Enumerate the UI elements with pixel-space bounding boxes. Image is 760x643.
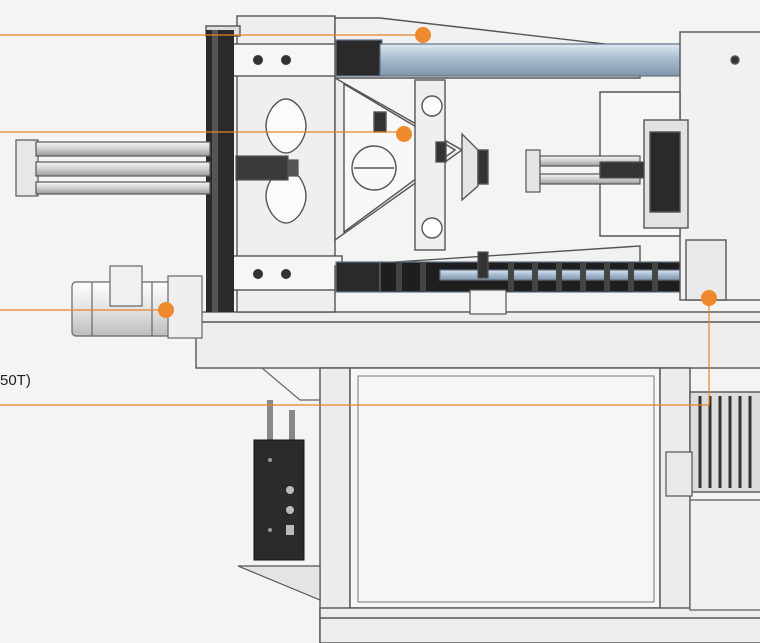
callout-dots bbox=[158, 27, 717, 318]
callout-leaders bbox=[0, 34, 710, 406]
callout-dot-icon bbox=[415, 27, 431, 43]
leader-clamp bbox=[0, 298, 710, 406]
adjust-gear bbox=[206, 30, 234, 312]
callout-label-clamping: 50T) bbox=[0, 372, 31, 389]
platen-bolts bbox=[253, 55, 291, 279]
callout-dot-icon bbox=[701, 290, 717, 306]
ejector-rod-right bbox=[525, 149, 645, 193]
moving-platen bbox=[599, 31, 760, 301]
cooler-bracket bbox=[665, 451, 760, 611]
tie-bar-threads bbox=[396, 262, 658, 292]
machine-base bbox=[195, 311, 760, 643]
callout-dot-icon bbox=[396, 126, 412, 142]
ejector-cylinder bbox=[15, 139, 299, 197]
hydraulic-motor bbox=[71, 265, 203, 339]
valve-panel bbox=[237, 367, 321, 601]
callout-dot-icon bbox=[158, 302, 174, 318]
tie-bar-bracket bbox=[469, 251, 507, 315]
cooler-fins bbox=[698, 396, 752, 488]
